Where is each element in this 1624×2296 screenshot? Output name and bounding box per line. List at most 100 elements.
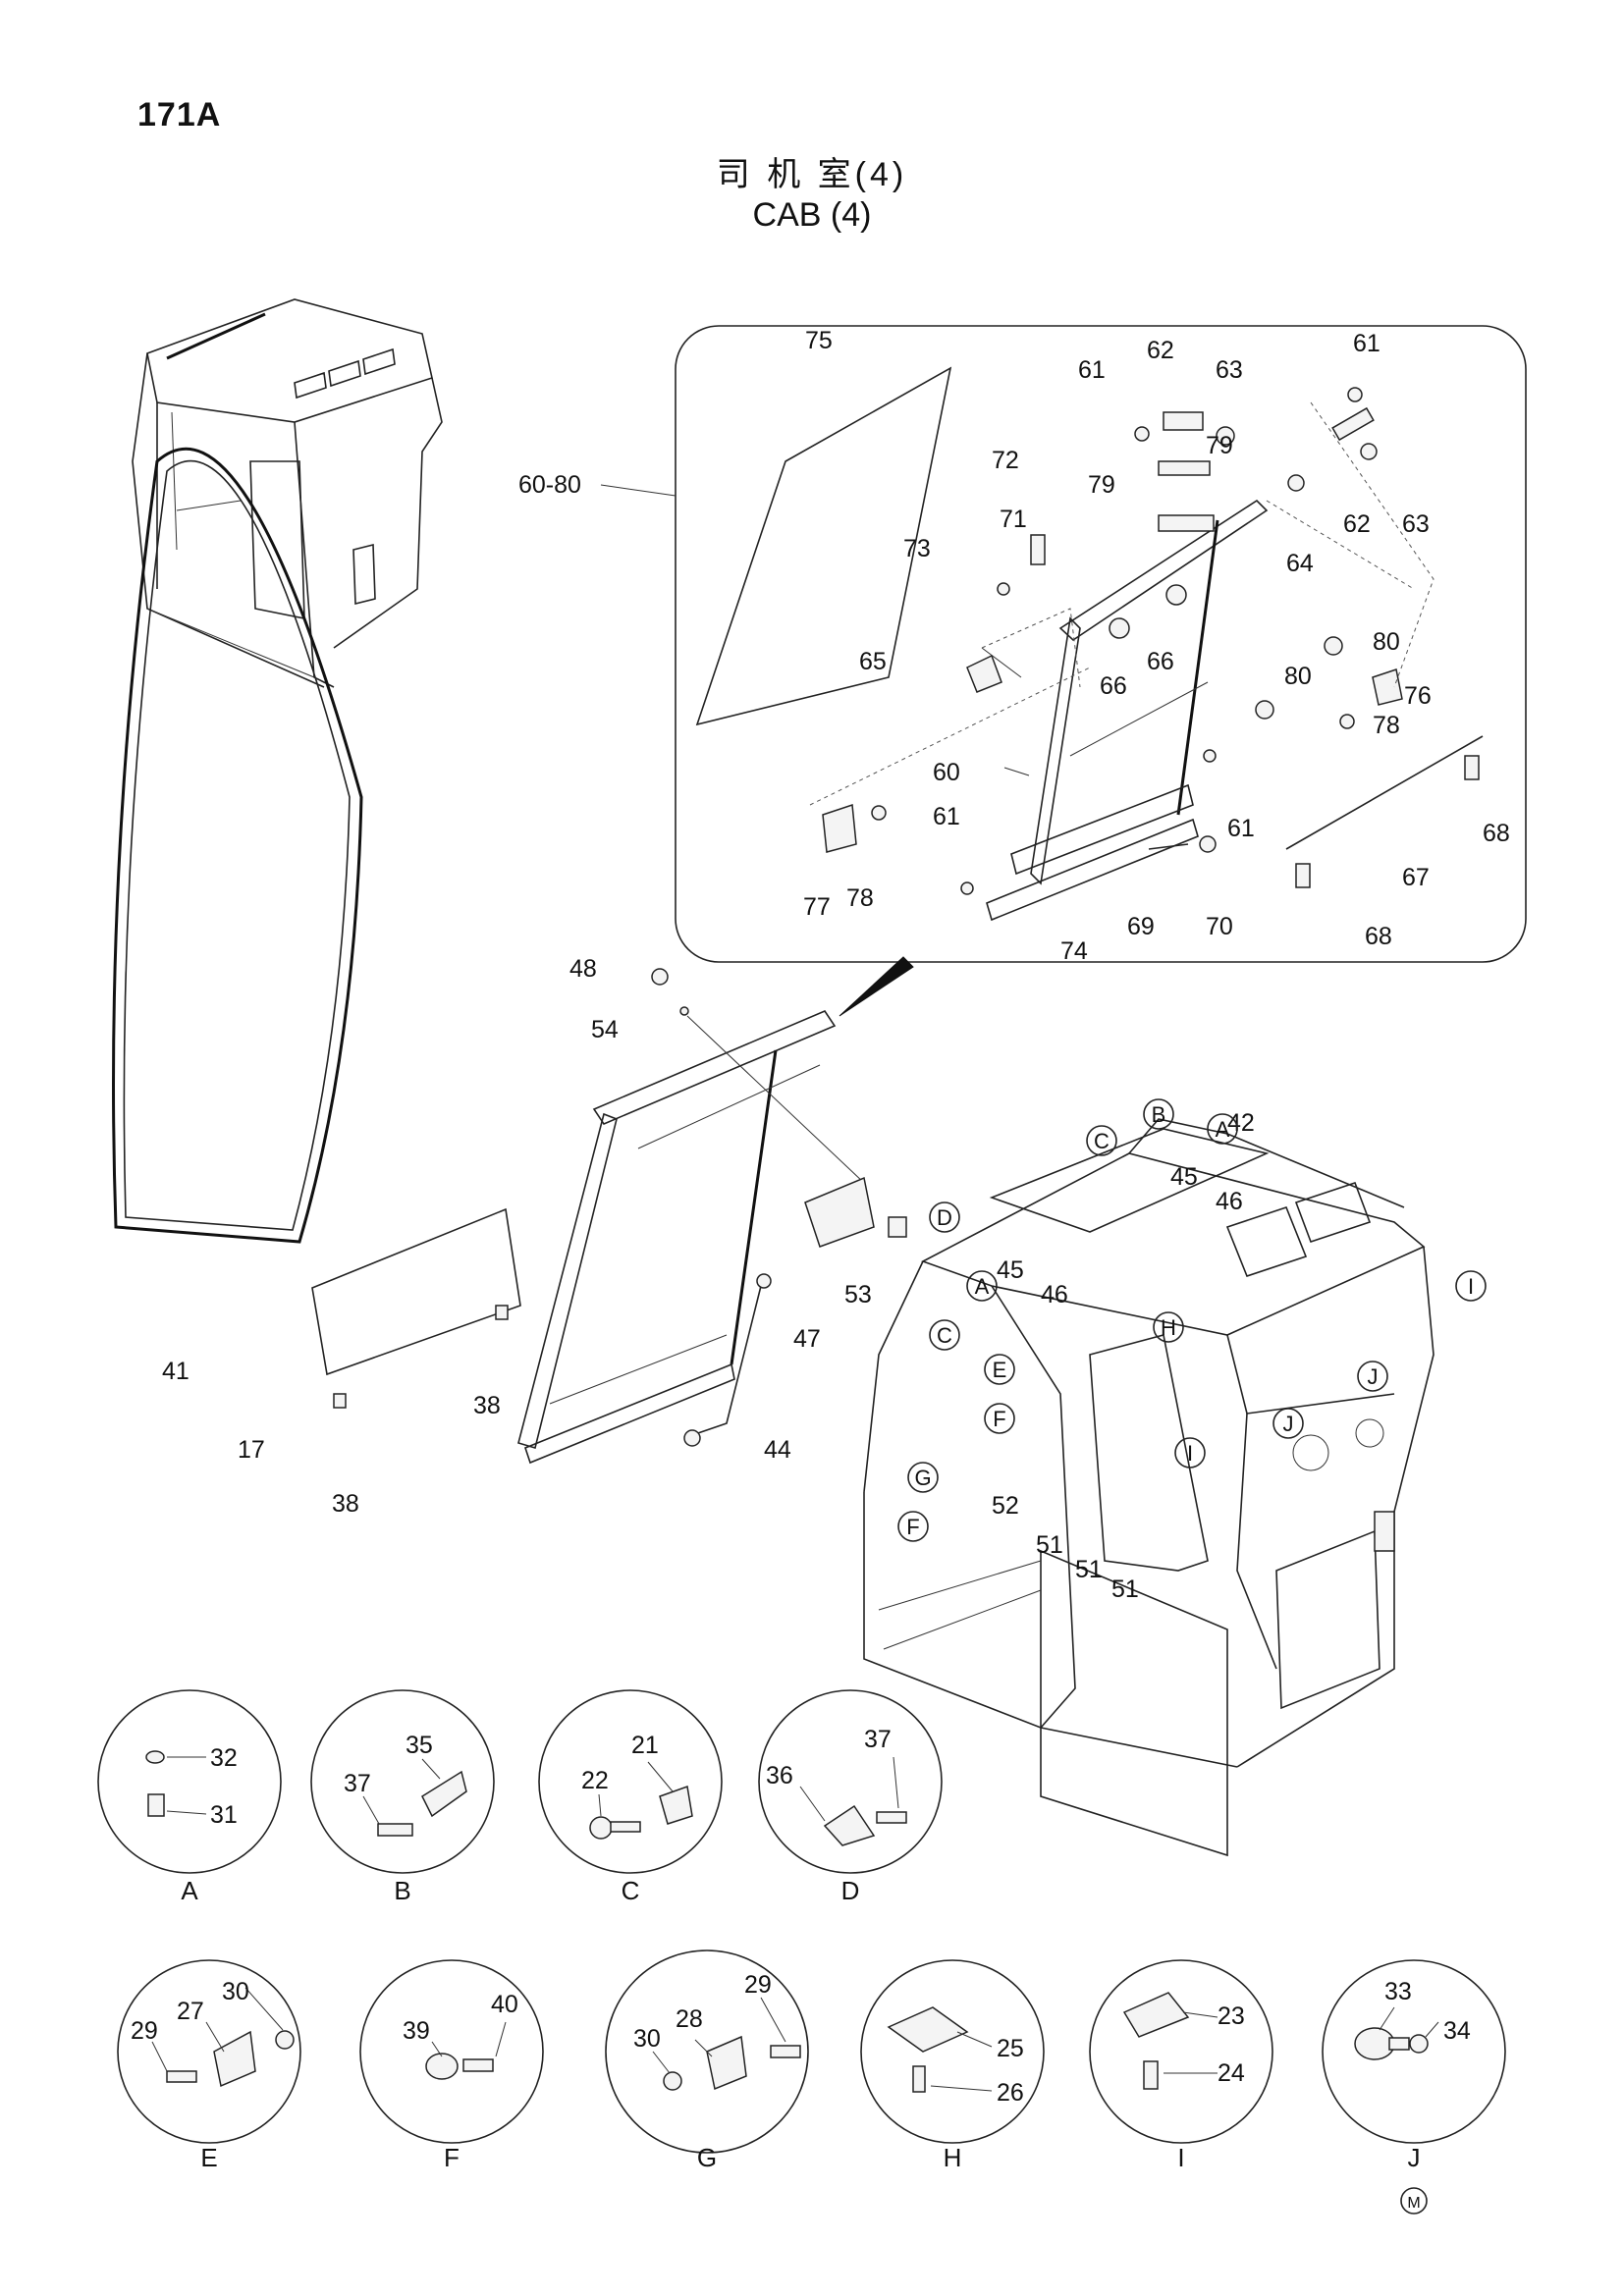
svg-text:A: A: [975, 1274, 990, 1299]
part-label-61c: 61: [1353, 330, 1380, 357]
svg-text:I: I: [1187, 1441, 1193, 1466]
part-label-63b: 63: [1402, 510, 1430, 538]
part-label-47: 47: [793, 1325, 821, 1353]
part-label-68a: 68: [1483, 820, 1510, 847]
ref-marker-I-right: I: [1455, 1270, 1487, 1302]
ref-marker-G: G: [907, 1462, 939, 1493]
part-label-68b: 68: [1365, 923, 1392, 950]
part-label-41: 41: [162, 1358, 189, 1385]
door-seal-41: [112, 447, 363, 1244]
ref-marker-A-left: A: [966, 1270, 998, 1302]
part-label-61a: 61: [933, 803, 960, 830]
part-label-78a: 78: [846, 884, 874, 912]
detail-view-J: 33 34 J: [1322, 1959, 1506, 2172]
part-label-51c: 51: [1111, 1575, 1139, 1603]
part-label-66b: 66: [1147, 648, 1174, 675]
mark-m-symbol: M: [1400, 2187, 1428, 2215]
detail-C-label-22: 22: [581, 1767, 609, 1794]
part-label-61d: 61: [1227, 815, 1255, 842]
part-label-46b: 46: [1041, 1281, 1068, 1308]
detail-A-caption: A: [181, 1876, 198, 1905]
detail-D-label-37: 37: [864, 1726, 892, 1753]
part-label-67: 67: [1402, 864, 1430, 891]
detail-A-label-32: 32: [210, 1744, 238, 1772]
part-label-64: 64: [1286, 550, 1314, 577]
ref-marker-D: D: [929, 1201, 960, 1233]
part-label-80a: 80: [1373, 628, 1400, 656]
detail-view-F: 39 40 F: [359, 1959, 544, 2172]
detail-B-caption: B: [394, 1876, 410, 1905]
part-label-60: 60: [933, 759, 960, 786]
detail-C-label-21: 21: [631, 1732, 659, 1759]
detail-J-label-34: 34: [1443, 2017, 1471, 2045]
inset-box: [675, 325, 1527, 963]
part-label-17: 17: [238, 1436, 265, 1464]
part-label-45a: 45: [1170, 1163, 1198, 1191]
part-label-79b: 79: [1088, 471, 1115, 499]
inset-label: 60-80: [518, 471, 581, 499]
part-label-62b: 62: [1343, 510, 1371, 538]
detail-G-label-28: 28: [676, 2005, 703, 2033]
detail-G-label-29: 29: [744, 1971, 772, 1999]
detail-view-E: 29 27 30 E: [117, 1959, 301, 2172]
detail-C-caption: C: [622, 1876, 640, 1905]
svg-text:F: F: [906, 1515, 919, 1539]
part-label-78b: 78: [1373, 712, 1400, 739]
svg-text:A: A: [1216, 1117, 1230, 1142]
part-label-45b: 45: [997, 1256, 1024, 1284]
ref-marker-H: H: [1153, 1311, 1184, 1343]
part-label-61b: 61: [1078, 356, 1106, 384]
svg-text:D: D: [937, 1205, 952, 1230]
part-label-73: 73: [903, 535, 931, 562]
svg-text:C: C: [1094, 1129, 1110, 1153]
reference-markers: C B A D A C E F G F H I I J J: [897, 1098, 1487, 1542]
detail-view-B: 37 35 B: [310, 1689, 495, 1905]
detail-F-caption: F: [444, 2143, 460, 2172]
detail-E-label-29: 29: [131, 2017, 158, 2045]
detail-H-label-25: 25: [997, 2035, 1024, 2062]
panel-17: [311, 1207, 521, 1376]
inset-glass-75: [695, 366, 952, 726]
detail-A-label-31: 31: [210, 1801, 238, 1829]
detail-D-caption: D: [841, 1876, 860, 1905]
detail-E-label-30: 30: [222, 1978, 249, 2005]
detail-E-caption: E: [200, 2143, 217, 2172]
part-label-74: 74: [1060, 937, 1088, 965]
detail-I-label-24: 24: [1218, 2059, 1245, 2087]
part-label-75: 75: [805, 327, 833, 354]
svg-text:J: J: [1283, 1412, 1294, 1436]
ref-marker-F-mid: F: [984, 1403, 1015, 1434]
svg-text:B: B: [1152, 1102, 1166, 1127]
part-label-42: 42: [1227, 1109, 1255, 1137]
detail-view-G: 30 28 29 G: [605, 1949, 809, 2172]
ref-marker-J-mid: J: [1272, 1408, 1304, 1439]
detail-F-label-39: 39: [403, 2017, 430, 2045]
part-label-51a: 51: [1036, 1531, 1063, 1559]
detail-B-label-37: 37: [344, 1770, 371, 1797]
ref-marker-A-top: A: [1207, 1113, 1238, 1145]
part-label-38a: 38: [332, 1490, 359, 1518]
svg-text:J: J: [1368, 1364, 1379, 1389]
cab-overview-drawing: [132, 298, 443, 688]
part-label-77: 77: [803, 893, 831, 921]
part-label-72: 72: [992, 447, 1019, 474]
detail-J-caption: J: [1408, 2143, 1421, 2172]
detail-E-label-27: 27: [177, 1998, 204, 2025]
svg-text:G: G: [914, 1466, 931, 1490]
part-label-63a: 63: [1216, 356, 1243, 384]
detail-D-label-36: 36: [766, 1762, 793, 1789]
ref-marker-E: E: [984, 1354, 1015, 1385]
part-label-38b: 38: [473, 1392, 501, 1419]
part-label-65: 65: [859, 648, 887, 675]
detail-F-label-40: 40: [491, 1991, 518, 2018]
page-number: 171A: [137, 96, 222, 133]
part-label-66a: 66: [1100, 672, 1127, 700]
detail-J-label-33: 33: [1384, 1978, 1412, 2005]
detail-I-caption: I: [1177, 2143, 1184, 2172]
detail-G-label-30: 30: [633, 2025, 661, 2053]
detail-I-label-23: 23: [1218, 2002, 1245, 2030]
part-label-79a: 79: [1206, 432, 1233, 459]
title-english: CAB (4): [752, 196, 872, 234]
